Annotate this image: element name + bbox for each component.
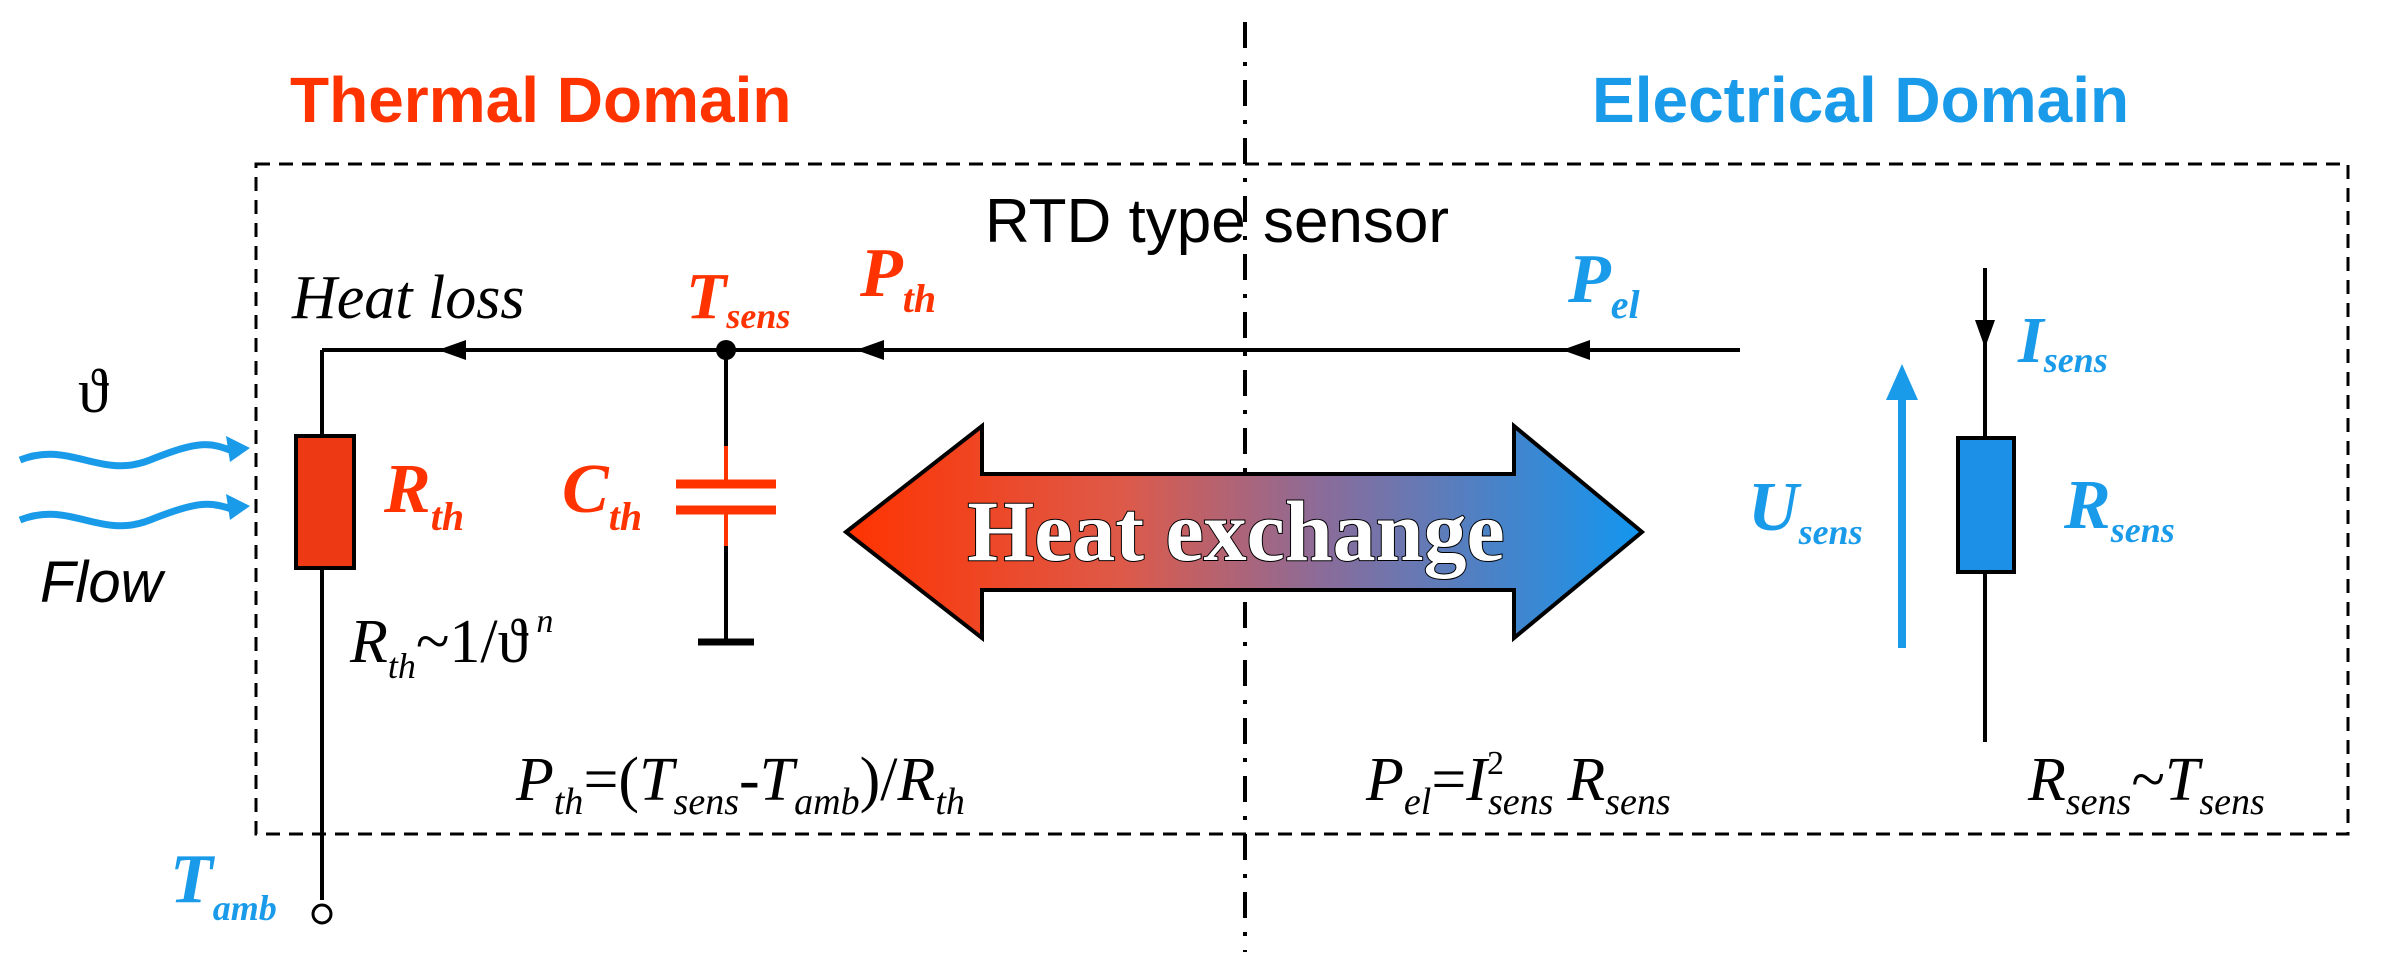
flow-wave-arrowhead xyxy=(226,494,250,520)
heat-exchange-label: Heat exchange xyxy=(967,483,1504,579)
voltage-arrowhead xyxy=(1886,364,1918,400)
heat-exchange-arrow xyxy=(842,421,1646,643)
p-el-label: Pel xyxy=(1567,241,1641,327)
thermal-domain-heading: Thermal Domain xyxy=(290,64,791,136)
flow-label: Flow xyxy=(40,550,166,615)
electrical-domain-heading: Electrical Domain xyxy=(1592,64,2129,136)
c-th-label: Cth xyxy=(562,451,642,539)
u-sens-label: Usens xyxy=(1748,469,1863,552)
flow-wave-arrowhead xyxy=(226,436,250,462)
t-amb-terminal xyxy=(311,903,333,925)
r-sens-label: Rsens xyxy=(2063,467,2175,550)
pth-equation: Pth=(Tsens-Tamb)/Rth xyxy=(515,746,965,823)
sensor-box-title: RTD type sensor xyxy=(985,187,1449,256)
r-th-label: Rth xyxy=(383,451,464,539)
theta-symbol: ϑ xyxy=(78,358,109,426)
t-amb-label: Tamb xyxy=(170,841,277,928)
flow-arrowhead xyxy=(856,340,884,360)
sensor-boundary-box xyxy=(254,162,2350,836)
current-arrowhead xyxy=(1975,320,1995,348)
flow-wave-icon xyxy=(18,500,237,530)
flow-arrowhead xyxy=(438,340,466,360)
flow-wave-icon xyxy=(18,441,237,470)
heat-loss-label: Heat loss xyxy=(291,264,525,332)
t-sens-label: Tsens xyxy=(686,260,790,336)
thermal-resistor xyxy=(294,434,356,570)
flow-arrowhead xyxy=(1562,340,1590,360)
rsens-proportionality-equation: Rsens~Tsens xyxy=(2027,746,2265,823)
sensor-resistor xyxy=(1956,436,2016,574)
i-sens-label: Isens xyxy=(2017,304,2108,380)
p-th-label: Pth xyxy=(859,235,936,321)
